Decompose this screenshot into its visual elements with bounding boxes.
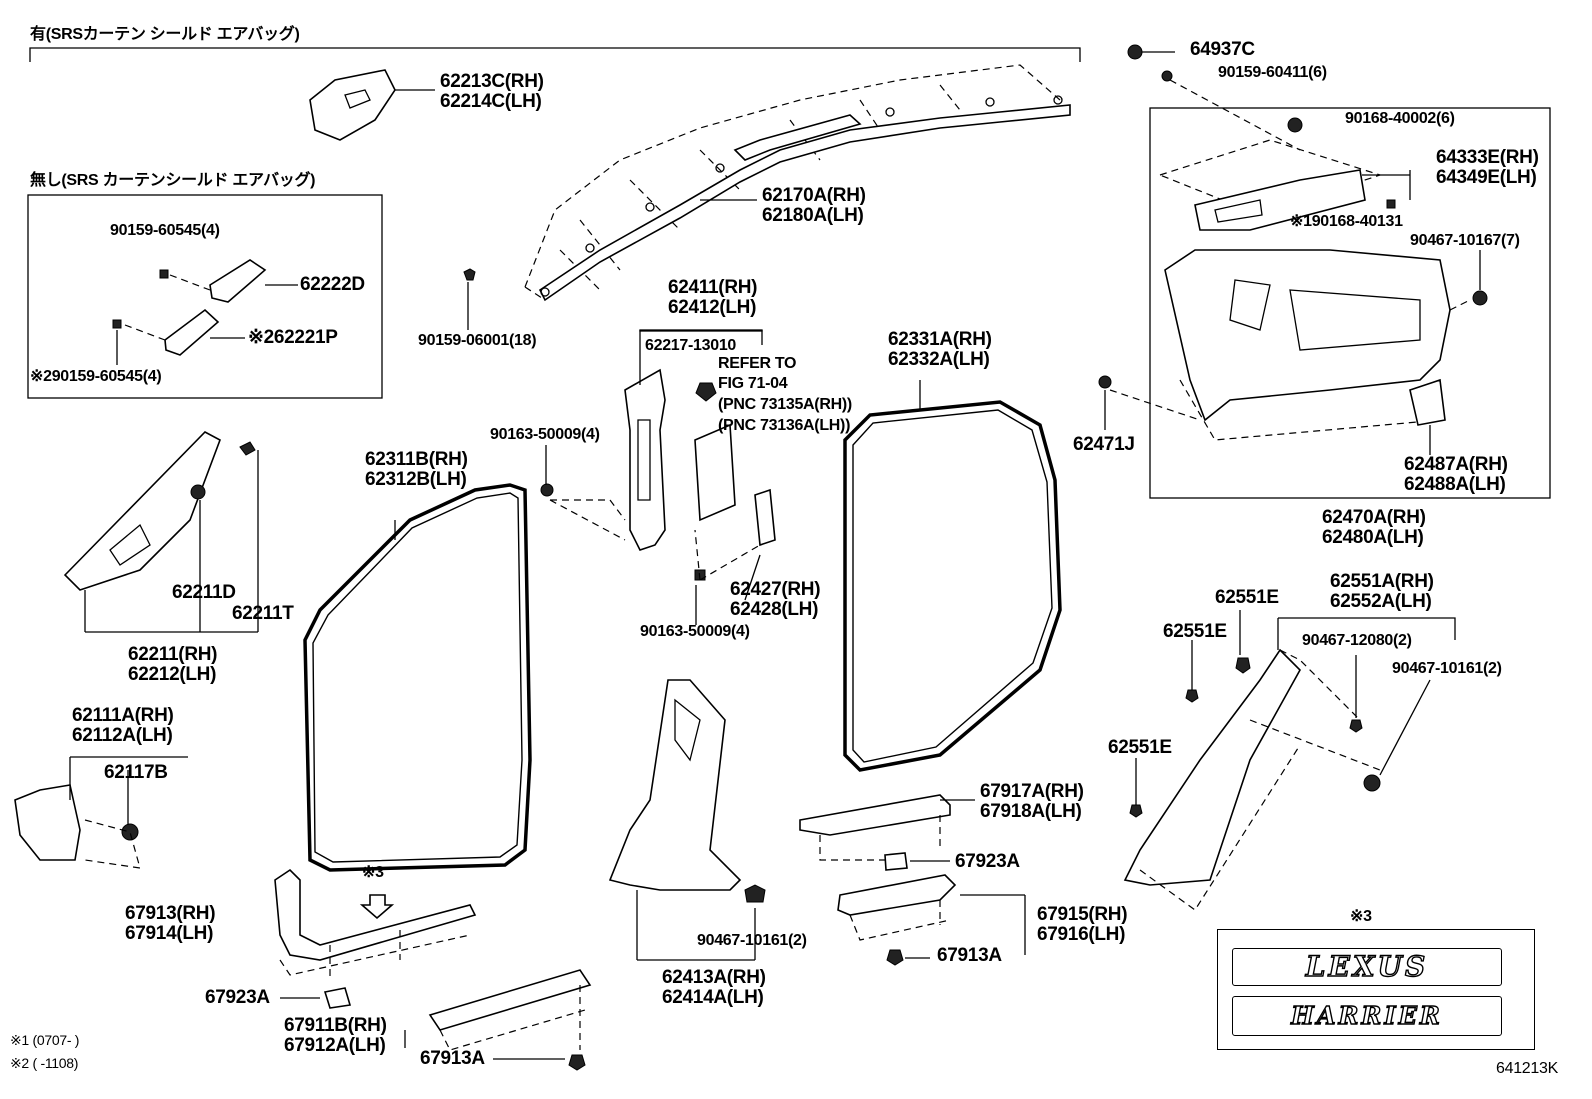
part-64349E: 64349E(LH) xyxy=(1436,167,1537,188)
part-90163-50009-b: 90163-50009(4) xyxy=(640,623,750,640)
part-67912A: 67912A(LH) xyxy=(284,1035,386,1056)
part-90168-40131: ※190168-40131 xyxy=(1290,213,1403,230)
harrier-emblem-text: HARRIER xyxy=(1290,1001,1443,1030)
refer-line-4: (PNC 73136A(LH)) xyxy=(718,417,851,434)
part-62427: 62427(RH) xyxy=(730,579,821,600)
note-1: ※1 (0707- ) xyxy=(10,1032,80,1048)
lexus-emblem-text: LEXUS xyxy=(1305,950,1429,983)
part-62413A: 62413A(RH) xyxy=(662,967,766,988)
part-62471J: 62471J xyxy=(1073,434,1135,455)
part-62214C: 62214C(LH) xyxy=(440,91,542,112)
part-90159-60545-b: ※290159-60545(4) xyxy=(30,368,162,385)
harrier-emblem: HARRIER xyxy=(1232,996,1502,1036)
refer-line-2: FIG 71-04 xyxy=(718,375,788,392)
refer-line-3: (PNC 73135A(RH)) xyxy=(718,396,852,413)
part-67914: 67914(LH) xyxy=(125,923,214,944)
part-62111A: 62111A(RH) xyxy=(72,705,174,726)
without-srs-header: 無し(SRS カーテンシールド エアバッグ) xyxy=(30,172,316,189)
part-90159-60545: 90159-60545(4) xyxy=(110,222,220,239)
part-62112A: 62112A(LH) xyxy=(72,725,173,746)
part-90467-10167: 90467-10167(7) xyxy=(1410,232,1520,249)
part-90163-50009-a: 90163-50009(4) xyxy=(490,426,600,443)
with-srs-header: 有(SRSカーテン シールド エアバッグ) xyxy=(30,26,300,43)
part-62117B: 62117B xyxy=(104,762,168,783)
part-64937C: 64937C xyxy=(1190,39,1255,60)
part-62331A: 62331A(RH) xyxy=(888,329,992,350)
part-62211T: 62211T xyxy=(232,603,294,624)
part-90159-60411: 90159-60411(6) xyxy=(1218,64,1327,81)
lexus-emblem: LEXUS xyxy=(1232,948,1502,986)
part-62487A: 62487A(RH) xyxy=(1404,454,1508,475)
mark3-arrow-label: ※3 xyxy=(362,864,384,881)
part-62312B: 62312B(LH) xyxy=(365,469,467,490)
part-90159-06001: 90159-06001(18) xyxy=(418,332,537,349)
part-62211: 62211(RH) xyxy=(128,644,218,665)
part-67917A: 67917A(RH) xyxy=(980,781,1084,802)
part-62332A: 62332A(LH) xyxy=(888,349,990,370)
emblem-box: LEXUS HARRIER xyxy=(1217,929,1535,1050)
note-2: ※2 ( -1108) xyxy=(10,1055,79,1071)
part-62212: 62212(LH) xyxy=(128,664,217,685)
part-90467-12080: 90467-12080(2) xyxy=(1302,632,1412,649)
part-62411: 62411(RH) xyxy=(668,277,758,298)
part-62412: 62412(LH) xyxy=(668,297,757,318)
part-90467-10161-c: 90467-10161(2) xyxy=(697,932,807,949)
refer-line-1: REFER TO xyxy=(718,355,797,372)
part-62414A: 62414A(LH) xyxy=(662,987,764,1008)
part-62551A: 62551A(RH) xyxy=(1330,571,1434,592)
part-62551E-b: 62551E xyxy=(1163,621,1227,642)
part-62170A: 62170A(RH) xyxy=(762,185,866,206)
part-62470A: 62470A(RH) xyxy=(1322,507,1426,528)
part-62211D: 62211D xyxy=(172,582,236,603)
part-62180A: 62180A(LH) xyxy=(762,205,864,226)
mark3-logo-label: ※3 xyxy=(1350,908,1372,925)
part-62222D: 62222D xyxy=(300,274,365,295)
part-64333E: 64333E(RH) xyxy=(1436,147,1539,168)
part-67913A-l: 67913A xyxy=(420,1048,485,1069)
part-62311B: 62311B(RH) xyxy=(365,449,468,470)
part-62217-13010: 62217-13010 xyxy=(645,337,737,354)
part-62480A: 62480A(LH) xyxy=(1322,527,1424,548)
part-62428: 62428(LH) xyxy=(730,599,819,620)
part-67911B: 67911B(RH) xyxy=(284,1015,387,1036)
part-62551E-c: 62551E xyxy=(1108,737,1172,758)
part-62488A: 62488A(LH) xyxy=(1404,474,1506,495)
part-62221P: ※262221P xyxy=(248,327,338,348)
part-67913: 67913(RH) xyxy=(125,903,216,924)
part-67915: 67915(RH) xyxy=(1037,904,1128,925)
part-67916: 67916(LH) xyxy=(1037,924,1126,945)
part-90168-40002: 90168-40002(6) xyxy=(1345,110,1455,127)
part-62213C: 62213C(RH) xyxy=(440,71,544,92)
part-62552A: 62552A(LH) xyxy=(1330,591,1432,612)
part-67923A-r: 67923A xyxy=(955,851,1020,872)
part-67913A-r: 67913A xyxy=(937,945,1002,966)
figure-code: 641213K xyxy=(1496,1060,1558,1077)
part-62551E-a: 62551E xyxy=(1215,587,1279,608)
part-90467-10161-r: 90467-10161(2) xyxy=(1392,660,1502,677)
part-67918A: 67918A(LH) xyxy=(980,801,1082,822)
part-67923A-l: 67923A xyxy=(205,987,270,1008)
